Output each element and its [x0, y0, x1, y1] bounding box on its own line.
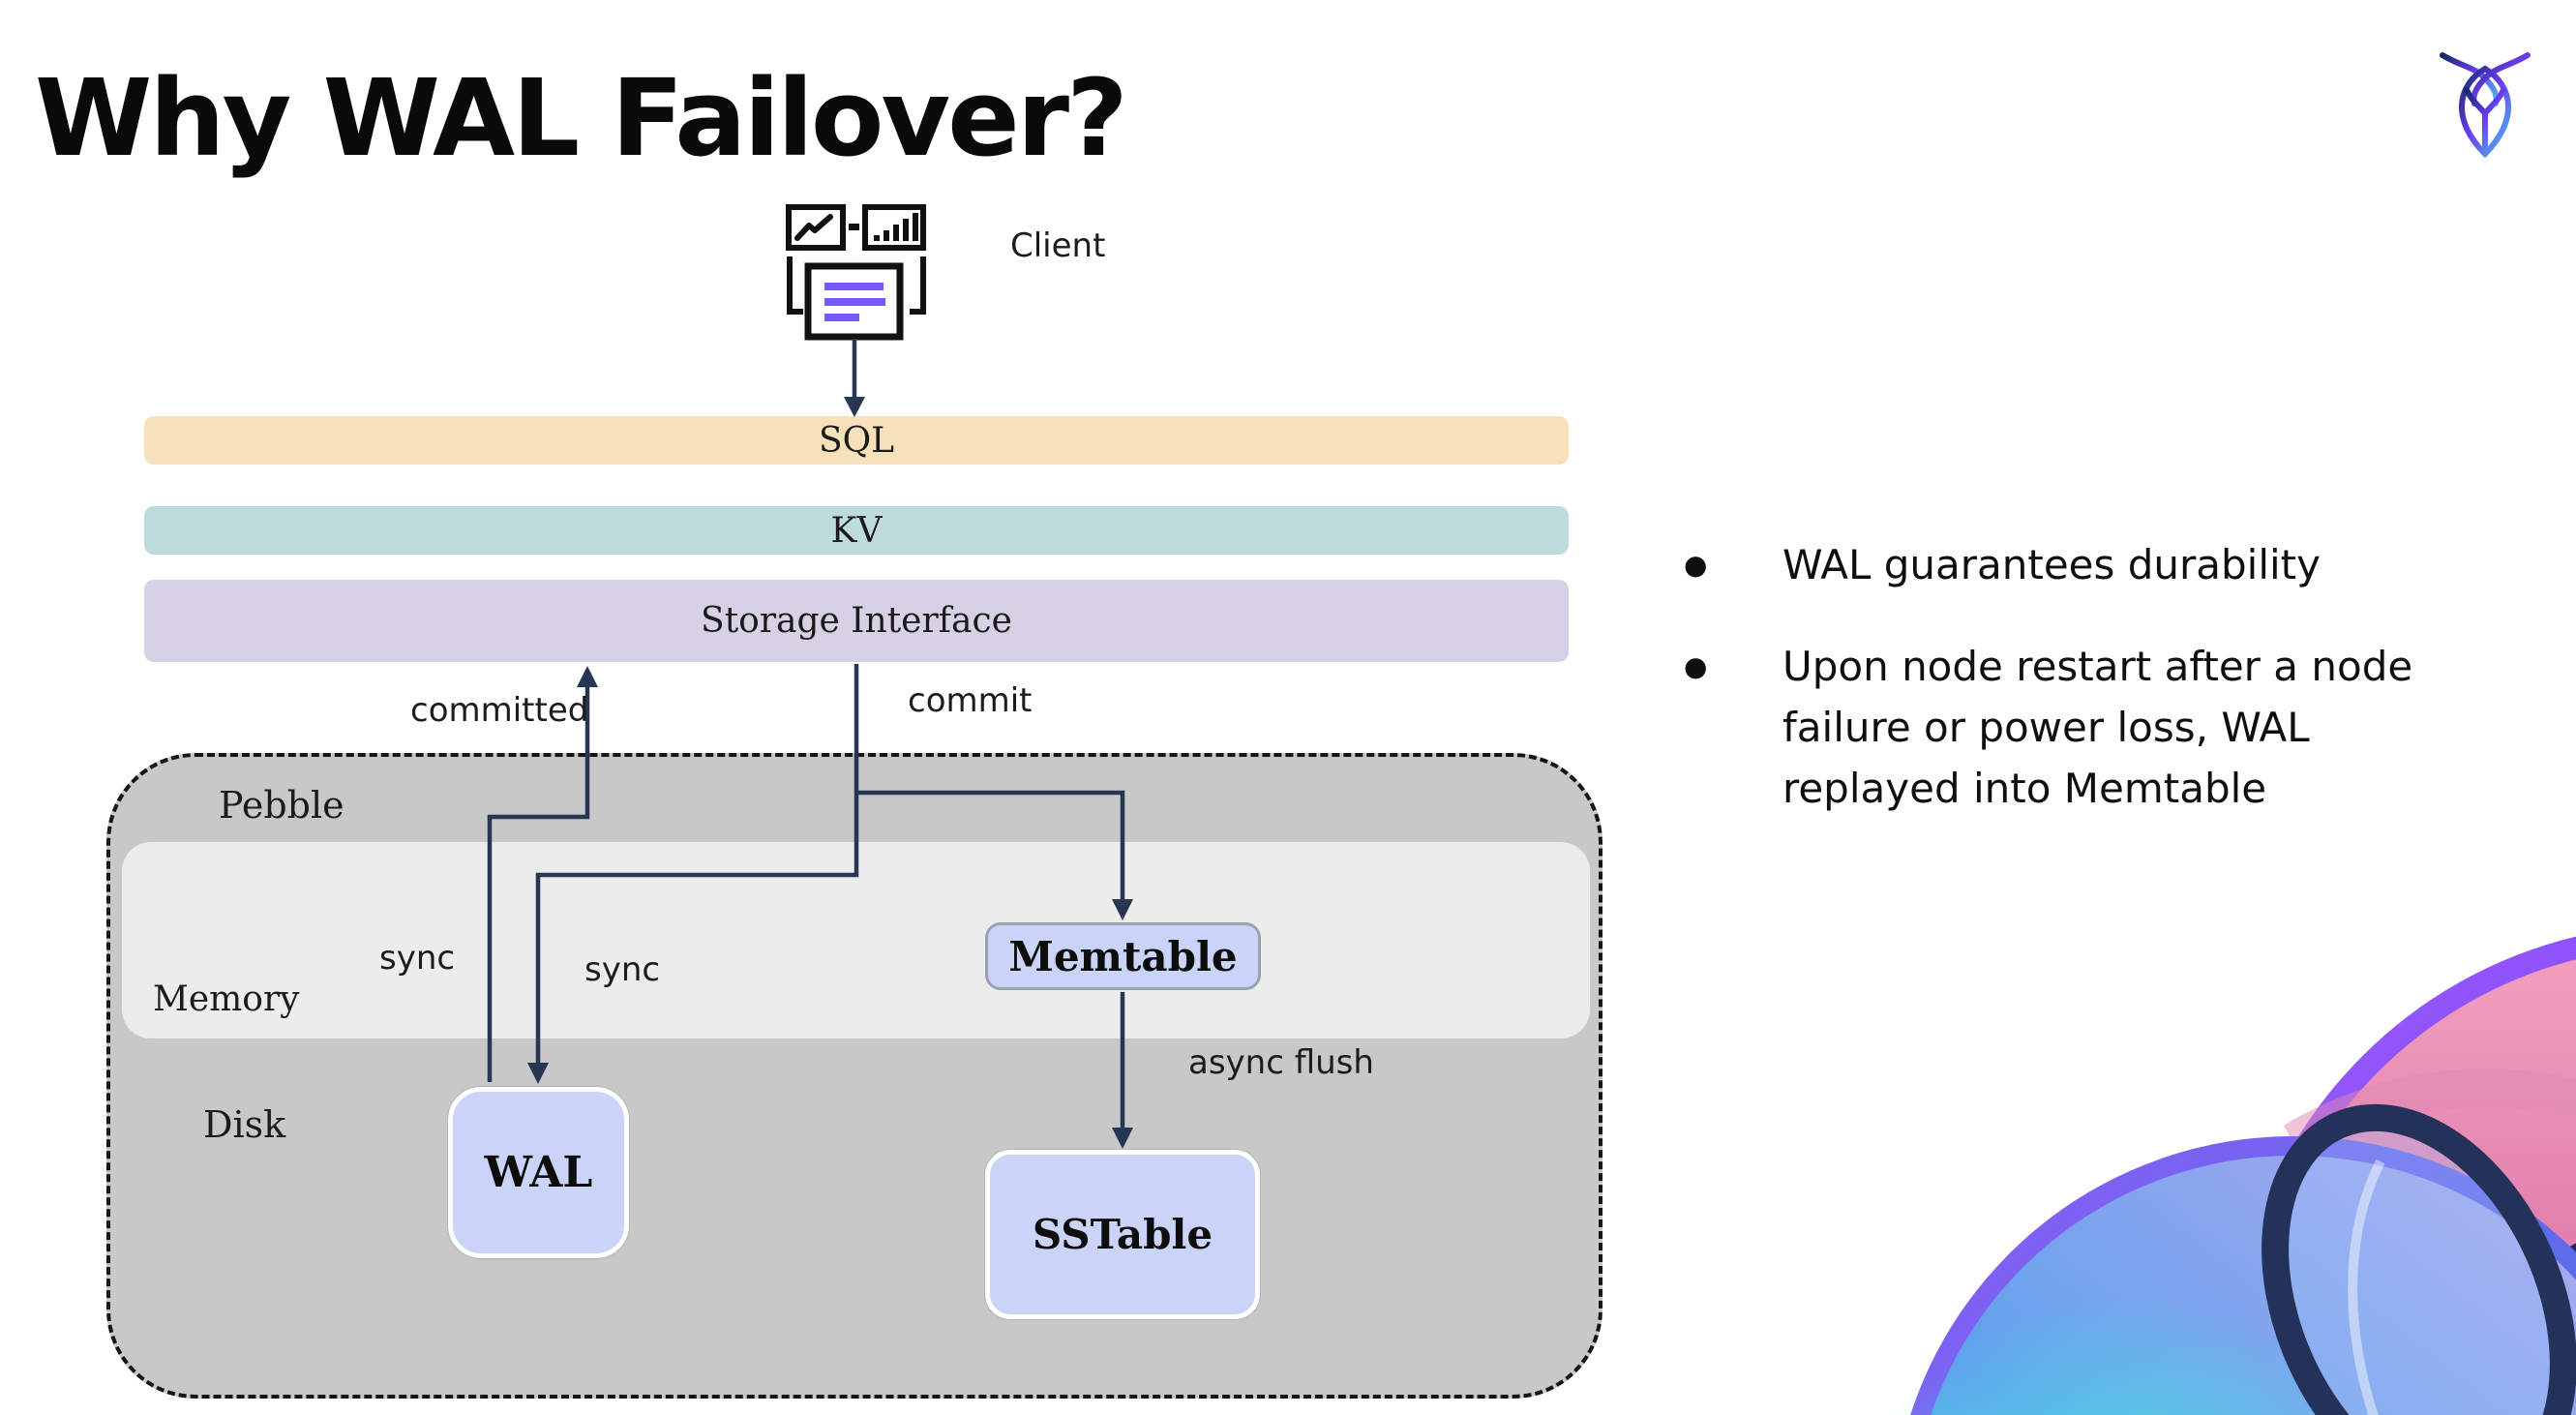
layer-bar-sql: SQL — [144, 416, 1569, 465]
sync-left-edge-label: sync — [379, 939, 456, 978]
wal-node: WAL — [448, 1087, 629, 1258]
list-item: ● Upon node restart after a node failure… — [1684, 636, 2535, 819]
brand-spheres-art — [1839, 919, 2576, 1415]
memory-label: Memory — [153, 979, 300, 1019]
cockroachdb-logo-icon — [2437, 45, 2533, 161]
layer-bar-storage: Storage Interface — [144, 580, 1569, 662]
memtable-node: Memtable — [985, 922, 1261, 990]
document-icon — [804, 262, 904, 341]
committed-edge-label: committed — [410, 691, 589, 730]
bar-chart-monitor-icon — [862, 204, 926, 251]
layer-bar-kv: KV — [144, 506, 1569, 555]
bullet-marker-icon: ● — [1684, 650, 1708, 682]
client-label: Client — [1010, 226, 1106, 265]
arrowhead-up-committed — [577, 666, 598, 687]
bullet-list: ● WAL guarantees durability ● Upon node … — [1684, 534, 2535, 819]
commit-edge-label: commit — [908, 681, 1033, 720]
dash-icon — [849, 224, 859, 230]
sstable-node: SSTable — [985, 1150, 1260, 1319]
disk-label: Disk — [203, 1103, 286, 1146]
memory-band — [122, 842, 1590, 1039]
line-chart-monitor-icon — [786, 204, 846, 251]
sync-right-edge-label: sync — [584, 950, 661, 989]
arrowhead-down-sql — [844, 397, 865, 417]
pebble-label: Pebble — [219, 784, 344, 827]
memtable-node-label: Memtable — [1008, 932, 1238, 980]
list-item: ● WAL guarantees durability — [1684, 534, 2535, 595]
bullet-marker-icon: ● — [1684, 549, 1708, 581]
kv-layer-label: KV — [830, 510, 883, 551]
bracket-frame-icon — [787, 256, 926, 315]
async-flush-edge-label: async flush — [1188, 1043, 1374, 1082]
page-title: Why WAL Failover? — [35, 56, 1128, 180]
sstable-node-label: SSTable — [1032, 1211, 1213, 1258]
wal-node-label: WAL — [484, 1148, 593, 1197]
sql-layer-label: SQL — [818, 420, 895, 461]
bullet-text: WAL guarantees durability — [1782, 541, 2321, 588]
bullet-text: Upon node restart after a node failure o… — [1782, 643, 2413, 812]
client-icon — [782, 198, 932, 344]
storage-layer-label: Storage Interface — [701, 601, 1012, 641]
